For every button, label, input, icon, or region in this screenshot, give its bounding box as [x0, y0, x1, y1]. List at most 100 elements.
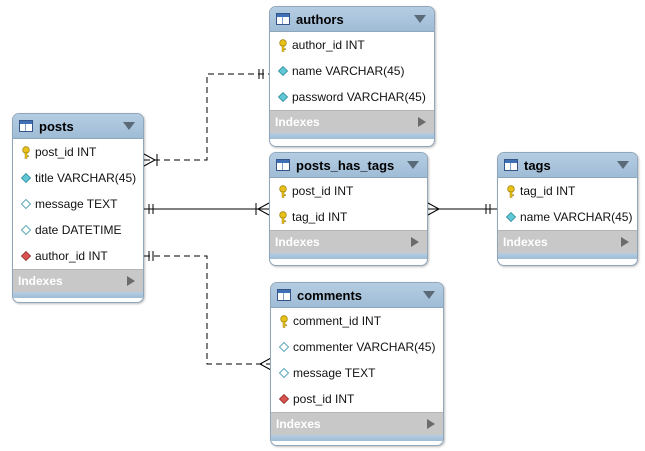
filled-diamond-icon: [505, 211, 517, 223]
column-row[interactable]: name VARCHAR(45): [498, 204, 637, 230]
table-icon: [277, 289, 291, 301]
crowfoot-posts-has-tags-right: [427, 202, 441, 216]
column-label: post_id INT: [293, 392, 355, 406]
key-icon: [277, 210, 289, 224]
expand-arrow-icon[interactable]: [411, 237, 419, 247]
column-row[interactable]: post_id INT: [271, 386, 443, 412]
column-label: title VARCHAR(45): [35, 171, 137, 185]
entity-footer: [498, 253, 637, 259]
collapse-triangle-icon[interactable]: [414, 15, 426, 23]
table-icon: [276, 13, 290, 25]
relationship-posts-authors[interactable]: [144, 73, 270, 161]
column-label: author_id INT: [292, 38, 365, 52]
entity-tags[interactable]: tags tag_id INT name VARCHAR(45) Indexes: [497, 152, 638, 266]
indexes-label: Indexes: [275, 115, 320, 129]
column-label: message TEXT: [293, 366, 376, 380]
column-row[interactable]: comment_id INT: [271, 308, 443, 334]
indexes-bar[interactable]: Indexes: [270, 110, 434, 133]
collapse-triangle-icon[interactable]: [123, 122, 135, 130]
column-list: tag_id INT name VARCHAR(45): [498, 178, 637, 230]
column-row[interactable]: post_id INT: [13, 139, 143, 165]
entity-header[interactable]: posts_has_tags: [270, 153, 427, 178]
key-icon: [277, 38, 289, 52]
crowfoot-comments: [258, 357, 272, 371]
key-icon: [505, 184, 517, 198]
column-row[interactable]: date DATETIME: [13, 217, 143, 243]
entity-header[interactable]: authors: [270, 7, 434, 32]
entity-authors[interactable]: authors author_id INT name VARCHAR(45) pas…: [269, 6, 435, 147]
hollow-diamond-icon: [278, 341, 290, 353]
column-label: name VARCHAR(45): [520, 210, 633, 224]
filled-diamond-icon: [277, 91, 289, 103]
indexes-bar[interactable]: Indexes: [271, 412, 443, 435]
entity-footer: [13, 292, 143, 298]
indexes-bar[interactable]: Indexes: [13, 269, 143, 292]
column-label: post_id INT: [35, 145, 97, 159]
expand-arrow-icon[interactable]: [427, 419, 435, 429]
column-label: date DATETIME: [35, 223, 122, 237]
indexes-label: Indexes: [275, 235, 320, 249]
indexes-bar[interactable]: Indexes: [498, 230, 637, 253]
column-label: tag_id INT: [520, 184, 576, 198]
table-icon: [276, 159, 290, 171]
expand-arrow-icon[interactable]: [127, 276, 135, 286]
entity-footer: [270, 253, 427, 259]
column-list: post_id INT title VARCHAR(45) message TEXT…: [13, 139, 143, 269]
column-label: message TEXT: [35, 197, 118, 211]
column-list: comment_id INT commenter VARCHAR(45) messa…: [271, 308, 443, 412]
expand-arrow-icon[interactable]: [621, 237, 629, 247]
collapse-triangle-icon[interactable]: [407, 161, 419, 169]
table-icon: [19, 120, 33, 132]
column-row[interactable]: author_id INT: [270, 32, 434, 58]
entity-footer: [271, 435, 443, 441]
column-list: post_id INT tag_id INT: [270, 178, 427, 230]
hollow-diamond-icon: [20, 224, 32, 236]
entity-header[interactable]: posts: [13, 114, 143, 139]
column-row[interactable]: tag_id INT: [270, 204, 427, 230]
column-label: post_id INT: [292, 184, 354, 198]
collapse-triangle-icon[interactable]: [423, 291, 435, 299]
entity-title: tags: [524, 157, 551, 173]
column-row[interactable]: password VARCHAR(45): [270, 84, 434, 110]
crowfoot-posts-authors: [143, 153, 157, 167]
filled-diamond-icon: [20, 172, 32, 184]
column-label: author_id INT: [35, 249, 108, 263]
column-row[interactable]: author_id INT: [13, 243, 143, 269]
indexes-label: Indexes: [18, 274, 63, 288]
collapse-triangle-icon[interactable]: [617, 161, 629, 169]
indexes-label: Indexes: [276, 417, 321, 431]
column-label: tag_id INT: [292, 210, 348, 224]
column-row[interactable]: title VARCHAR(45): [13, 165, 143, 191]
entity-header[interactable]: tags: [498, 153, 637, 178]
key-icon: [277, 184, 289, 198]
column-row[interactable]: message TEXT: [271, 360, 443, 386]
foreign-key-diamond-icon: [20, 250, 32, 262]
entity-title: posts_has_tags: [296, 157, 395, 173]
column-label: password VARCHAR(45): [292, 90, 426, 104]
column-row[interactable]: tag_id INT: [498, 178, 637, 204]
column-row[interactable]: commenter VARCHAR(45): [271, 334, 443, 360]
entity-posts[interactable]: posts post_id INT title VARCHAR(45) messag…: [12, 113, 144, 303]
column-row[interactable]: message TEXT: [13, 191, 143, 217]
column-row[interactable]: post_id INT: [270, 178, 427, 204]
column-row[interactable]: name VARCHAR(45): [270, 58, 434, 84]
indexes-label: Indexes: [503, 235, 548, 249]
column-label: comment_id INT: [293, 314, 382, 328]
column-list: author_id INT name VARCHAR(45) password VA…: [270, 32, 434, 110]
entity-title: comments: [297, 287, 363, 303]
key-icon: [278, 314, 290, 328]
foreign-key-diamond-icon: [278, 393, 290, 405]
entity-posts-has-tags[interactable]: posts_has_tags post_id INT tag_id INT Ind…: [269, 152, 428, 266]
crowfoot-posts-has-tags-left: [256, 202, 270, 216]
hollow-diamond-icon: [278, 367, 290, 379]
entity-footer: [270, 133, 434, 139]
indexes-bar[interactable]: Indexes: [270, 230, 427, 253]
entity-header[interactable]: comments: [271, 283, 443, 308]
entity-title: authors: [296, 11, 344, 27]
entity-title: posts: [39, 118, 74, 134]
entity-comments[interactable]: comments comment_id INT commenter VARCHAR…: [270, 282, 444, 446]
expand-arrow-icon[interactable]: [418, 117, 426, 127]
hollow-diamond-icon: [20, 198, 32, 210]
relationship-posts-comments[interactable]: [144, 255, 271, 365]
